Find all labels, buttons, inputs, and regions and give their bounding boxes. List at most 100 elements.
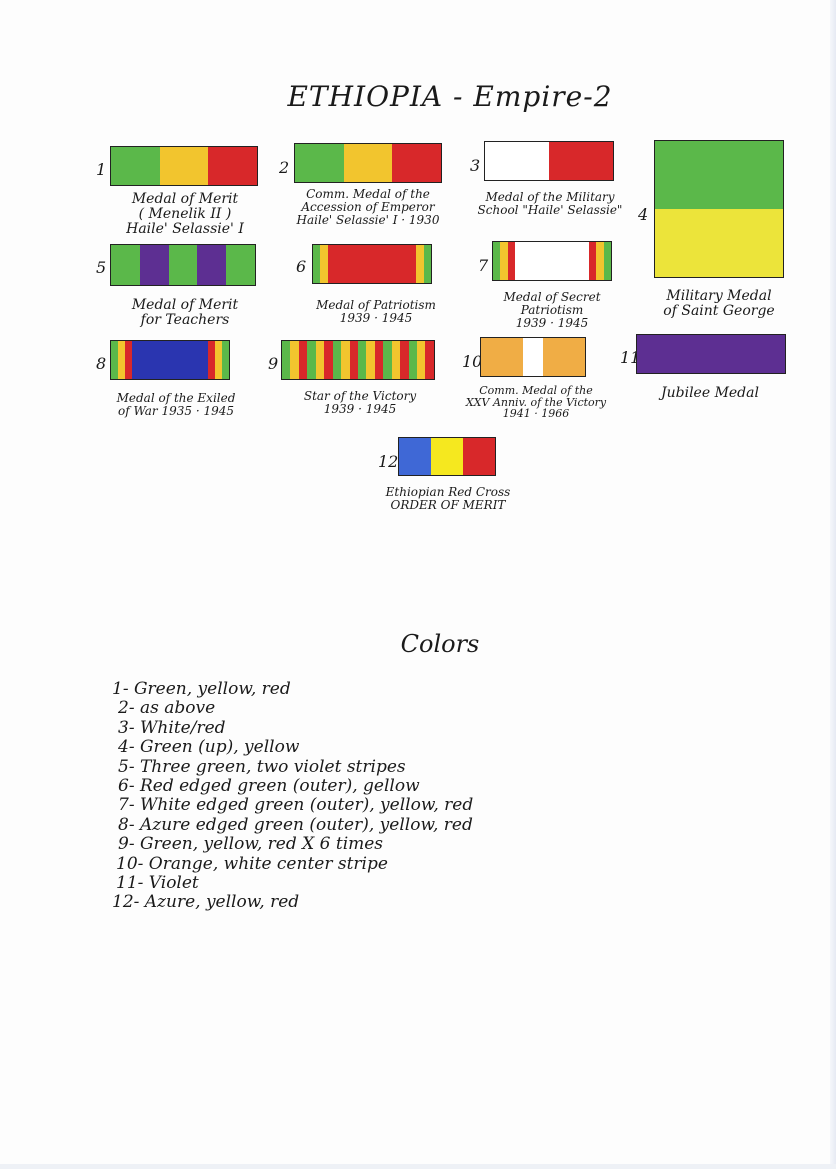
- color-note: 1- Green, yellow, red: [112, 679, 291, 699]
- ribbon-caption: Jubilee Medal: [661, 385, 759, 401]
- page-edge-right: [830, 0, 836, 1169]
- stripe-yellow: [159, 147, 209, 185]
- stripe-yellow: [315, 341, 325, 379]
- stripe-red: [463, 438, 495, 475]
- stripe-green: [168, 245, 198, 285]
- stripe-yellow: [290, 341, 299, 379]
- stripe-green: [222, 341, 229, 379]
- stripe-yellow: [391, 341, 401, 379]
- ribbon-9: [281, 340, 435, 380]
- ribbon-caption: Medal of Secret Patriotism 1939 · 1945: [503, 290, 601, 330]
- ribbon-12: [398, 437, 496, 476]
- ribbon-caption: Military Medal of Saint George: [663, 288, 775, 319]
- stripe-green: [282, 341, 291, 379]
- stripe-white: [523, 338, 543, 376]
- stripe-yellow: [500, 242, 508, 280]
- stripe-yellow: [416, 245, 424, 283]
- stripe-violet: [139, 245, 169, 285]
- ribbon-caption: Medal of the Exiled of War 1935 · 1945: [116, 391, 236, 418]
- stripe-green: [493, 242, 501, 280]
- color-note: 5- Three green, two violet stripes: [118, 756, 406, 777]
- ribbon-7: [492, 241, 612, 281]
- stripe-red: [124, 341, 132, 379]
- page-title: ETHIOPIA - Empire-2: [287, 80, 613, 113]
- ribbon-caption: Comm. Medal of the Accession of Emperor …: [296, 187, 440, 227]
- ribbon-2: [294, 143, 442, 183]
- color-note: 9- Green, yellow, red X 6 times: [118, 834, 384, 855]
- stripe-green: [655, 141, 783, 209]
- ribbon-caption: Star of the Victory 1939 · 1945: [303, 389, 417, 416]
- stripe-blue: [399, 438, 431, 475]
- stripe-yellow: [343, 144, 393, 182]
- stripe-military-yellow: [655, 209, 783, 277]
- stripe-red: [327, 245, 417, 283]
- stripe-green: [603, 242, 611, 280]
- ribbon-number: 12: [378, 452, 399, 471]
- ribbon-4: [654, 140, 784, 278]
- ribbon-5: [110, 244, 256, 286]
- stripe-green: [332, 341, 342, 379]
- stripe-green: [111, 245, 140, 285]
- stripe-red: [588, 242, 597, 280]
- stripe-green: [383, 341, 392, 379]
- stripe-red: [549, 142, 613, 180]
- stripe-yellow: [320, 245, 328, 283]
- ribbon-number: 9: [268, 354, 279, 373]
- stripe-red: [349, 341, 358, 379]
- stripe-azure: [131, 341, 209, 379]
- stripe-red: [208, 341, 216, 379]
- ribbon-3: [484, 141, 614, 181]
- stripe-green: [313, 245, 321, 283]
- ribbon-caption: Medal of Merit ( Menelik II ) Haile' Sel…: [126, 191, 244, 237]
- stripe-red: [324, 341, 333, 379]
- stripe-bright-yellow: [431, 438, 463, 475]
- colors-heading: Colors: [400, 630, 480, 658]
- stripe-yellow: [341, 341, 350, 379]
- ribbon-1: [110, 146, 258, 186]
- ribbon-caption: Ethiopian Red Cross ORDER OF MERIT: [385, 485, 511, 512]
- stripe-green: [357, 341, 367, 379]
- color-note: 8- Azure edged green (outer), yellow, re…: [118, 814, 473, 835]
- stripe-yellow: [366, 341, 375, 379]
- stripe-red: [392, 144, 442, 182]
- ribbon-number: 7: [478, 256, 489, 275]
- ribbon-number: 1: [96, 160, 107, 179]
- color-note: 2- as above: [118, 698, 216, 719]
- stripe-orange: [542, 338, 586, 376]
- color-note: 10- Orange, white center stripe: [116, 853, 388, 874]
- stripe-green: [307, 341, 316, 379]
- stripe-red: [298, 341, 308, 379]
- ribbon-10: [480, 337, 586, 377]
- stripe-green: [111, 147, 160, 185]
- ribbon-caption: Medal of Patriotism 1939 · 1945: [316, 298, 436, 325]
- page-edge-bottom: [0, 1164, 836, 1169]
- stripe-violet: [637, 335, 785, 373]
- ribbon-number: 8: [96, 354, 107, 373]
- ribbon-number: 4: [638, 205, 649, 224]
- stripe-yellow: [596, 242, 604, 280]
- color-note: 4- Green (up), yellow: [118, 737, 300, 758]
- color-note: 12- Azure, yellow, red: [112, 892, 300, 913]
- stripe-violet: [197, 245, 227, 285]
- color-note: 6- Red edged green (outer), gellow: [118, 775, 420, 796]
- ribbon-caption: Medal of Merit for Teachers: [131, 297, 239, 328]
- ribbon-caption: Comm. Medal of the XXV Anniv. of the Vic…: [465, 384, 607, 420]
- ribbon-number: 3: [470, 156, 481, 175]
- stripe-green: [423, 245, 431, 283]
- ribbon-11: [636, 334, 786, 374]
- color-notes-list: 1- Green, yellow, red 2- as above 3- Whi…: [112, 679, 672, 913]
- stripe-red: [507, 242, 516, 280]
- stripe-white: [485, 142, 549, 180]
- stripe-red: [374, 341, 384, 379]
- ribbon-caption: Medal of the Military School "Haile' Sel…: [477, 190, 623, 217]
- ribbon-6: [312, 244, 432, 284]
- stripe-red: [208, 147, 258, 185]
- color-note: 7- White edged green (outer), yellow, re…: [118, 795, 474, 816]
- stripe-yellow: [215, 341, 223, 379]
- stripe-green: [408, 341, 417, 379]
- ribbon-number: 10: [462, 352, 483, 371]
- ribbon-number: 2: [279, 158, 290, 177]
- ribbon-number: 5: [96, 258, 107, 277]
- stripe-green: [295, 144, 344, 182]
- color-note: 3- White/red: [118, 717, 226, 738]
